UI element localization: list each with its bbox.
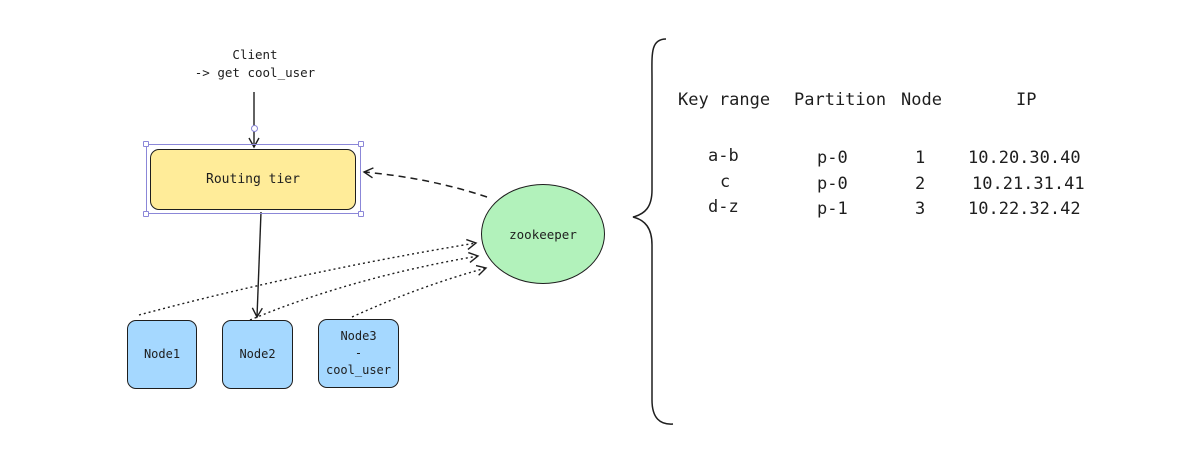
routing-to-node2-arrow: [251, 211, 263, 319]
row2-key-range: c: [720, 172, 731, 192]
zookeeper-label: zookeeper: [509, 226, 577, 242]
node1-label: Node1: [143, 347, 181, 361]
node2-box[interactable]: Node2: [222, 320, 293, 389]
node1-box[interactable]: Node1: [127, 320, 197, 389]
selection-frame: [146, 144, 361, 214]
routing-tier-box[interactable]: Routing tier: [150, 149, 356, 210]
node3-to-zookeeper-arrow: [351, 264, 488, 318]
row3-partition: p-1: [817, 199, 848, 219]
node3-key: cool_user: [325, 363, 392, 377]
resize-handle-bottom-left[interactable]: [143, 211, 149, 217]
rotate-handle[interactable]: [251, 125, 258, 132]
zookeeper-to-routing-arrow: [362, 167, 488, 198]
row3-key-range: d-z: [708, 197, 739, 217]
client-request: -> get cool_user: [194, 65, 316, 80]
row1-node: 1: [915, 148, 926, 168]
row2-ip: 10.21.31.41: [972, 174, 1085, 194]
row1-partition: p-0: [817, 148, 848, 168]
header-ip: IP: [1016, 90, 1037, 110]
header-key-range: Key range: [678, 90, 771, 110]
row1-ip: 10.20.30.40: [968, 148, 1081, 168]
node3-label: Node3: [340, 329, 377, 343]
node3-box[interactable]: Node3 - cool_user: [318, 319, 399, 388]
row1-key-range: a-b: [708, 146, 739, 166]
resize-handle-top-right[interactable]: [358, 141, 364, 147]
node2-label: Node2: [239, 347, 276, 361]
client-label: Client -> get cool_user: [180, 46, 330, 82]
header-partition: Partition: [794, 90, 887, 110]
resize-handle-top-left[interactable]: [143, 141, 149, 147]
row2-node: 2: [915, 174, 926, 194]
row3-node: 3: [915, 199, 926, 219]
routing-tier-label: Routing tier: [206, 172, 300, 187]
header-node: Node: [901, 90, 942, 110]
row2-partition: p-0: [817, 174, 848, 194]
curly-brace: [632, 38, 674, 425]
node1-to-zookeeper-arrow: [138, 238, 478, 316]
row3-ip: 10.22.32.42: [968, 199, 1081, 219]
resize-handle-bottom-right[interactable]: [358, 211, 364, 217]
client-title: Client: [232, 47, 278, 62]
zookeeper-node[interactable]: zookeeper: [481, 184, 605, 284]
node2-to-zookeeper-arrow: [249, 251, 480, 321]
node3-separator: -: [354, 346, 363, 360]
